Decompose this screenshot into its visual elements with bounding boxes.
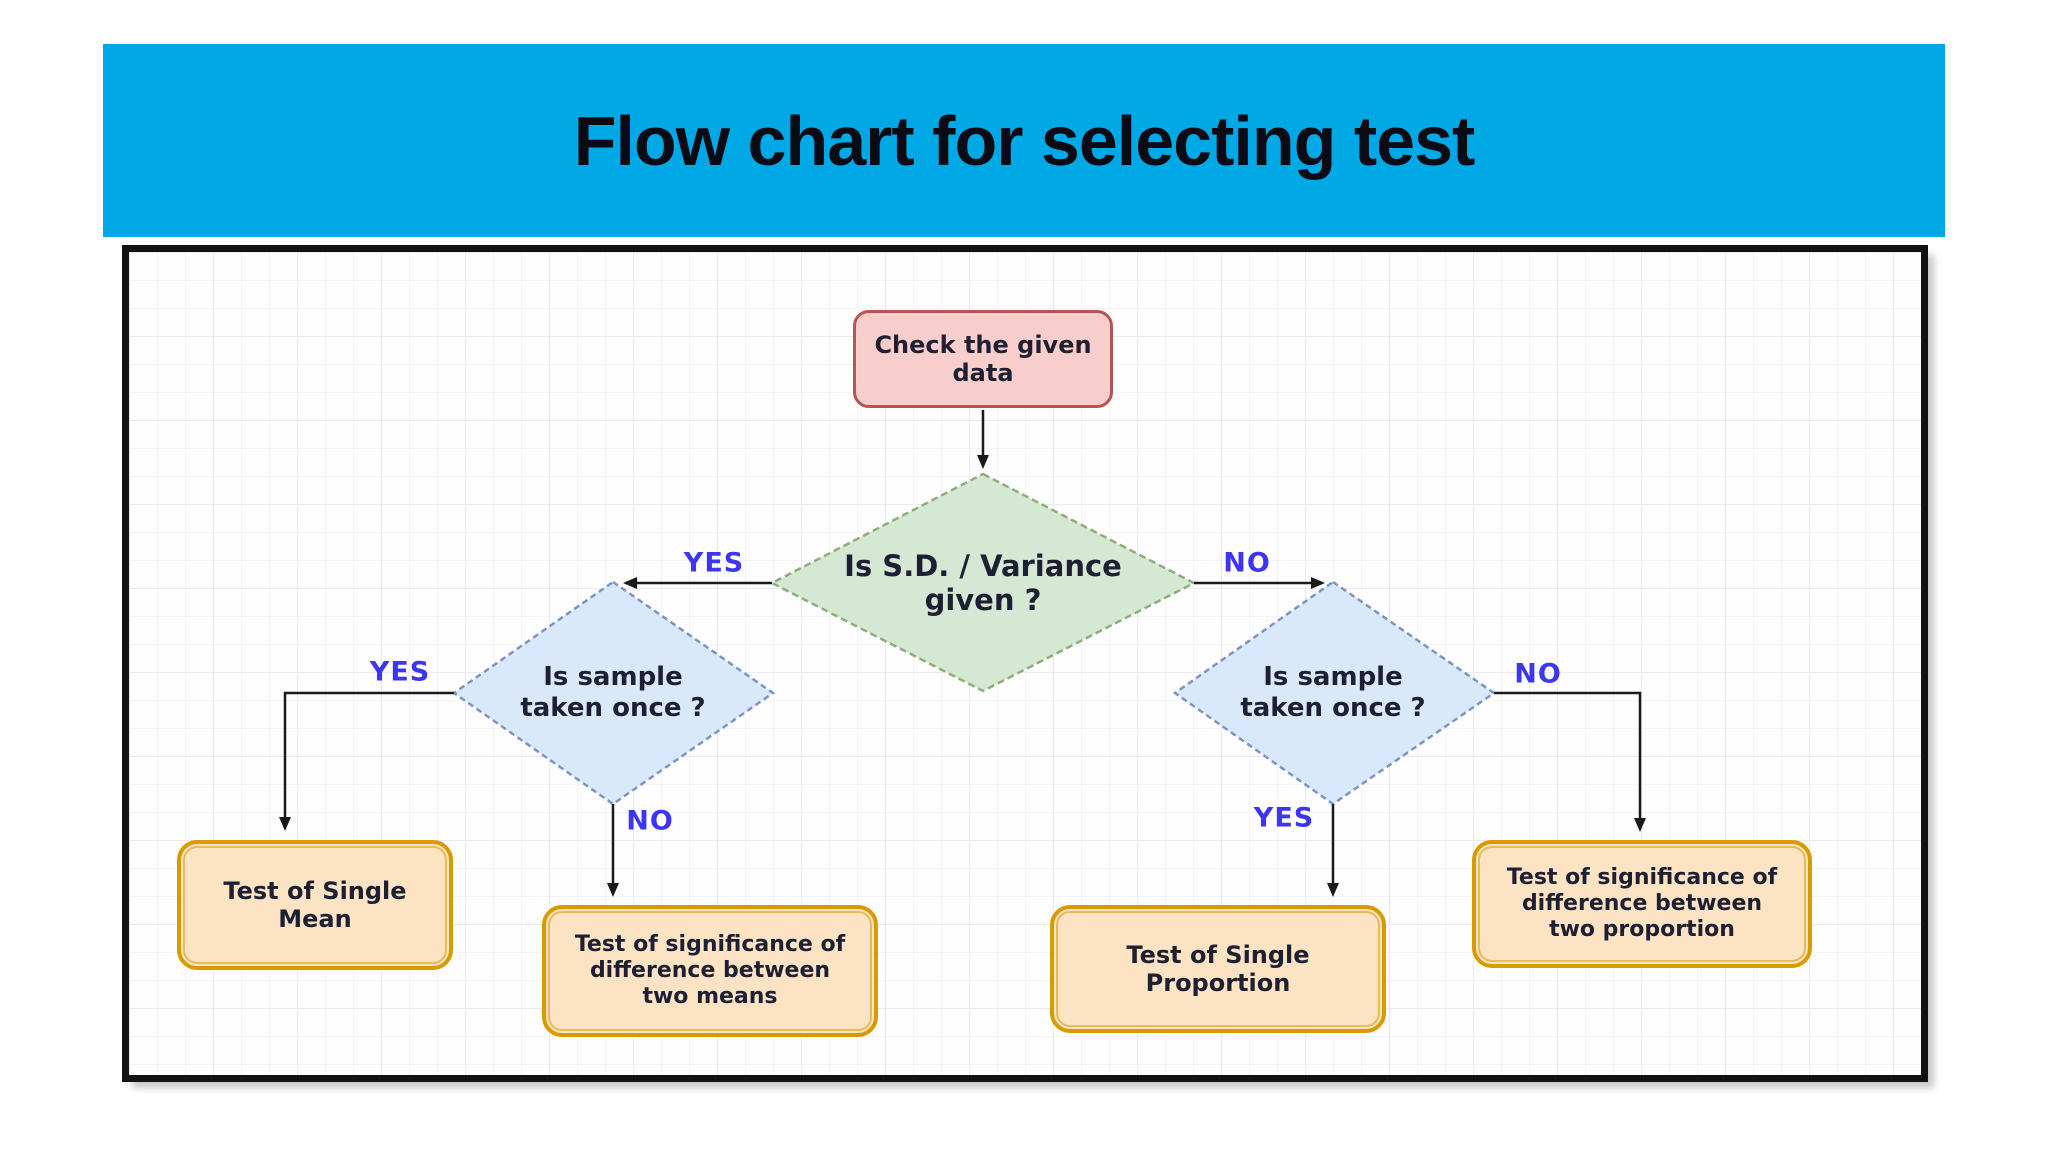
node-two-proportion: Test of significance of difference betwe…: [1472, 840, 1812, 968]
node-single-proportion-line2: Proportion: [1145, 969, 1291, 997]
decision-right-line2: taken once ?: [1240, 693, 1426, 723]
node-two-proportion-line1: Test of significance of: [1506, 865, 1778, 891]
decision-left-line2: taken once ?: [520, 693, 706, 723]
node-check-data-line1: Check the given: [874, 330, 1092, 359]
node-check-data-line2: data: [952, 359, 1014, 387]
edge-label-left-yes: YES: [369, 656, 431, 688]
decision-sd-line2: given ?: [924, 583, 1042, 617]
decision-sample-once-left-label: Is sample taken once ?: [473, 620, 753, 766]
node-single-mean: Test of Single Mean: [177, 840, 453, 970]
node-two-proportion-line3: two proportion: [1549, 916, 1735, 942]
title-banner: Flow chart for selecting test: [103, 44, 1945, 237]
node-two-means-line1: Test of significance of: [574, 932, 846, 958]
decision-sample-once-right-label: Is sample taken once ?: [1193, 620, 1473, 766]
edge-label-left-no: NO: [626, 805, 674, 837]
node-two-means-line3: two means: [642, 983, 778, 1009]
decision-right-line1: Is sample: [1263, 662, 1403, 693]
node-single-mean-line2: Mean: [278, 905, 352, 933]
node-two-means: Test of significance of difference betwe…: [542, 905, 878, 1037]
decision-left-line1: Is sample: [543, 662, 683, 693]
node-two-proportion-line2: difference between: [1521, 891, 1763, 917]
node-two-means-line2: difference between: [589, 958, 831, 984]
page-title: Flow chart for selecting test: [573, 101, 1476, 180]
node-single-proportion: Test of Single Proportion: [1050, 905, 1386, 1033]
edge-label-sd-yes: YES: [683, 547, 745, 579]
edge-label-right-no: NO: [1514, 658, 1562, 690]
node-single-mean-line1: Test of Single: [223, 876, 407, 905]
node-check-data: Check the given data: [853, 310, 1113, 408]
decision-sd-variance-label: Is S.D. / Variance given ?: [783, 500, 1183, 666]
node-single-proportion-line1: Test of Single: [1126, 940, 1310, 969]
edge-label-right-yes: YES: [1253, 802, 1315, 834]
edge-label-sd-no: NO: [1223, 547, 1271, 579]
decision-sd-line1: Is S.D. / Variance: [844, 548, 1122, 583]
